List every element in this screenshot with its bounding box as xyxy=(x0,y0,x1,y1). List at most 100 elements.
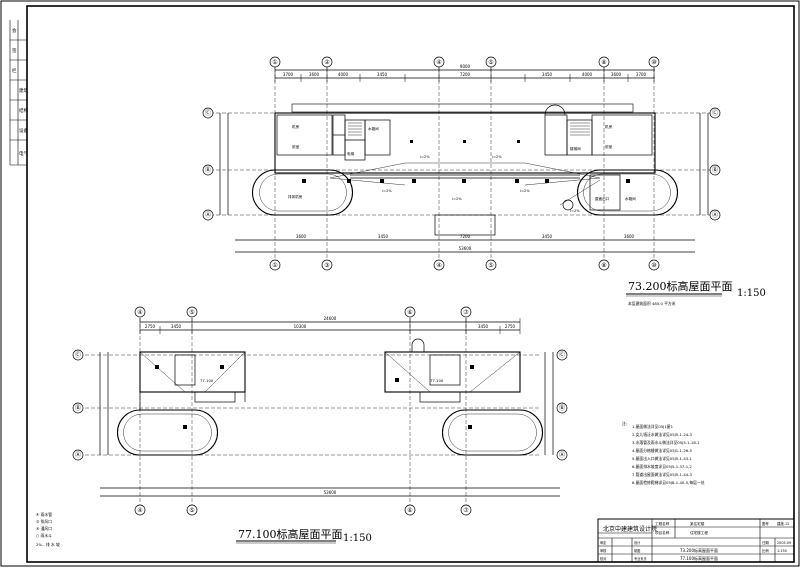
role-label: 专业负责 xyxy=(634,556,647,561)
dim-text: 4000 xyxy=(582,72,593,77)
room-label: 楼梯间 xyxy=(570,146,581,151)
axis-label: ⑩ xyxy=(651,59,656,66)
room-label: 电梯 xyxy=(347,151,355,156)
dim-text: 7200 xyxy=(460,234,471,239)
axis-label: ③ xyxy=(324,262,329,269)
upper-title-block: 73.200标高屋面平面 1:150 本层建筑面积 485.0 平方米 xyxy=(626,279,766,306)
plan-scale: 1:150 xyxy=(737,288,766,299)
margin-label: 建筑 xyxy=(19,87,28,94)
tb-label: 项目名称 xyxy=(655,530,670,535)
legend-footer: 2%-- 排 水 坡 xyxy=(36,542,60,547)
axis-label: Ⓐ xyxy=(712,211,718,219)
axis-label: Ⓑ xyxy=(559,404,565,412)
axis-label: Ⓑ xyxy=(205,166,211,174)
slope-label: i=2% xyxy=(492,155,502,159)
dim-text: 3600 xyxy=(611,72,622,77)
sheet-title: 73.200标高屋面平面 xyxy=(680,547,718,553)
dim-text: 3450 xyxy=(542,72,553,77)
tb-value: 2005.09 xyxy=(777,541,791,545)
title-block xyxy=(597,518,795,563)
room-label: 前室 xyxy=(292,144,300,149)
dim-text: 2750 xyxy=(505,324,516,329)
room-label: 排风机房 xyxy=(288,194,303,199)
plan-title: 77.100标高屋面平面 xyxy=(238,527,343,541)
axis-label: Ⓐ xyxy=(75,451,81,459)
axis-label: ⑧ xyxy=(601,59,606,66)
general-notes: 注: 1.屋面做法详见05J1屋1 2.女儿墙泛水做法详见05J5-1-24-3… xyxy=(622,421,705,485)
tb-label: 比例 xyxy=(762,548,769,553)
dim-text: 3700 xyxy=(636,72,647,77)
note-item: 2.女儿墙泛水做法详见05J5-1-24-3 xyxy=(632,432,693,437)
dim-text: 3600 xyxy=(296,234,307,239)
tb-value: 1:150 xyxy=(777,549,787,553)
title-block-text: 北京中建建筑设计院 工程名称 某住宅楼 项目名称 住宅楼工程 图号 建施-12 … xyxy=(600,521,791,561)
note-item: 3.水落管及雨水斗做法详见05J5-1-18-1 xyxy=(632,440,700,445)
legend-item: ④ 雨水管 xyxy=(36,512,52,517)
tb-value: 建施-12 xyxy=(777,521,789,526)
axis-label: ④ xyxy=(137,309,142,316)
upper-axis-bubbles: ① ② ④ ⑤ ⑧ ⑩ ① ③ ④ ⑤ ⑧ ⑩ Ⓒ Ⓑ Ⓐ Ⓒ Ⓑ Ⓐ xyxy=(202,56,721,271)
upper-dimensions: 9000 3700 3600 4000 3450 7200 3450 4000 … xyxy=(283,64,647,251)
margin-label: 签 xyxy=(12,47,17,54)
axis-label: Ⓐ xyxy=(559,451,565,459)
lower-roof-plan xyxy=(85,318,560,505)
dim-text: 3450 xyxy=(478,324,489,329)
dim-text: 3600 xyxy=(624,234,635,239)
slope-label: i=2% xyxy=(570,209,580,213)
axis-label: ⑦ xyxy=(463,507,469,514)
tb-label: 工程名称 xyxy=(655,521,670,526)
note-item: 7.管道出屋面做法详见05J5-1-44-3 xyxy=(632,472,693,477)
axis-label: Ⓑ xyxy=(75,404,81,412)
note-item: 8.屋面检修爬梯详见05J8-1-40-5,每层一处 xyxy=(632,480,705,485)
legend-item: ⑤ 排风口 xyxy=(36,519,52,524)
room-label: 前室 xyxy=(605,144,613,149)
axis-label: Ⓒ xyxy=(75,351,81,359)
company-name: 北京中建建筑设计院 xyxy=(603,525,657,533)
dim-text: 3450 xyxy=(377,72,388,77)
slope-label: i=2% xyxy=(452,197,462,201)
room-label: 屋面出口 xyxy=(595,196,610,201)
left-margin-strip xyxy=(9,20,27,166)
dim-text: 7200 xyxy=(460,72,471,77)
note-item: 4.屋面分格缝做法详见05J1-1-26-5 xyxy=(632,448,693,453)
legend-item: ○ 雨水斗 xyxy=(36,533,52,538)
note-item: 6.屋面排水坡度详见05J5-1-37-1,2 xyxy=(632,464,692,469)
plan-scale: 1:150 xyxy=(343,533,372,544)
inner-border xyxy=(26,5,795,563)
legend-item: ⑥ 通风口 xyxy=(36,526,52,531)
slope-label: i=2% xyxy=(420,155,430,159)
elev-label: 77.100 xyxy=(200,378,214,383)
axis-label: ⑤ xyxy=(488,59,493,66)
dim-text: 10300 xyxy=(294,324,307,329)
room-label: 水箱间 xyxy=(625,196,636,201)
room-label: 机房 xyxy=(605,124,613,129)
lower-elev-labels: 77.100 77.100 xyxy=(200,378,444,383)
upper-room-labels: 机房 前室 水箱间 排风机房 电梯 楼梯间 屋面出口 机房 前室 水箱间 i=2… xyxy=(288,124,636,213)
room-label: 机房 xyxy=(292,124,300,129)
axis-label: ⑦ xyxy=(463,309,469,316)
role-label: 校对 xyxy=(600,556,607,561)
notes-header: 注: xyxy=(622,421,627,426)
dim-text: 3450 xyxy=(378,234,389,239)
axis-label: ⑤ xyxy=(488,262,493,269)
axis-label: ② xyxy=(324,59,330,66)
lower-title-block: 77.100标高屋面平面 1:150 xyxy=(236,527,372,544)
room-label: 水箱间 xyxy=(368,126,379,131)
axis-label: ④ xyxy=(436,59,441,66)
axis-label: Ⓒ xyxy=(205,109,211,117)
plan-title: 73.200标高屋面平面 xyxy=(628,279,733,293)
upper-roof-plan xyxy=(210,66,710,262)
axis-label: Ⓑ xyxy=(712,166,718,174)
axis-label: Ⓒ xyxy=(559,351,565,359)
lower-axis-bubbles: ④ ⑤ ⑥ ⑦ ④ ⑤ ⑥ ⑦ Ⓒ Ⓑ Ⓐ Ⓒ Ⓑ Ⓐ xyxy=(72,306,568,516)
dim-text: 53600 xyxy=(459,246,472,251)
dim-text: 9000 xyxy=(460,64,471,69)
tb-value: 某住宅楼 xyxy=(690,521,705,526)
tb-value: 住宅楼工程 xyxy=(690,530,708,535)
axis-label: ① xyxy=(272,262,277,269)
role-label: 制图 xyxy=(634,548,640,553)
dim-text: 3700 xyxy=(283,72,294,77)
